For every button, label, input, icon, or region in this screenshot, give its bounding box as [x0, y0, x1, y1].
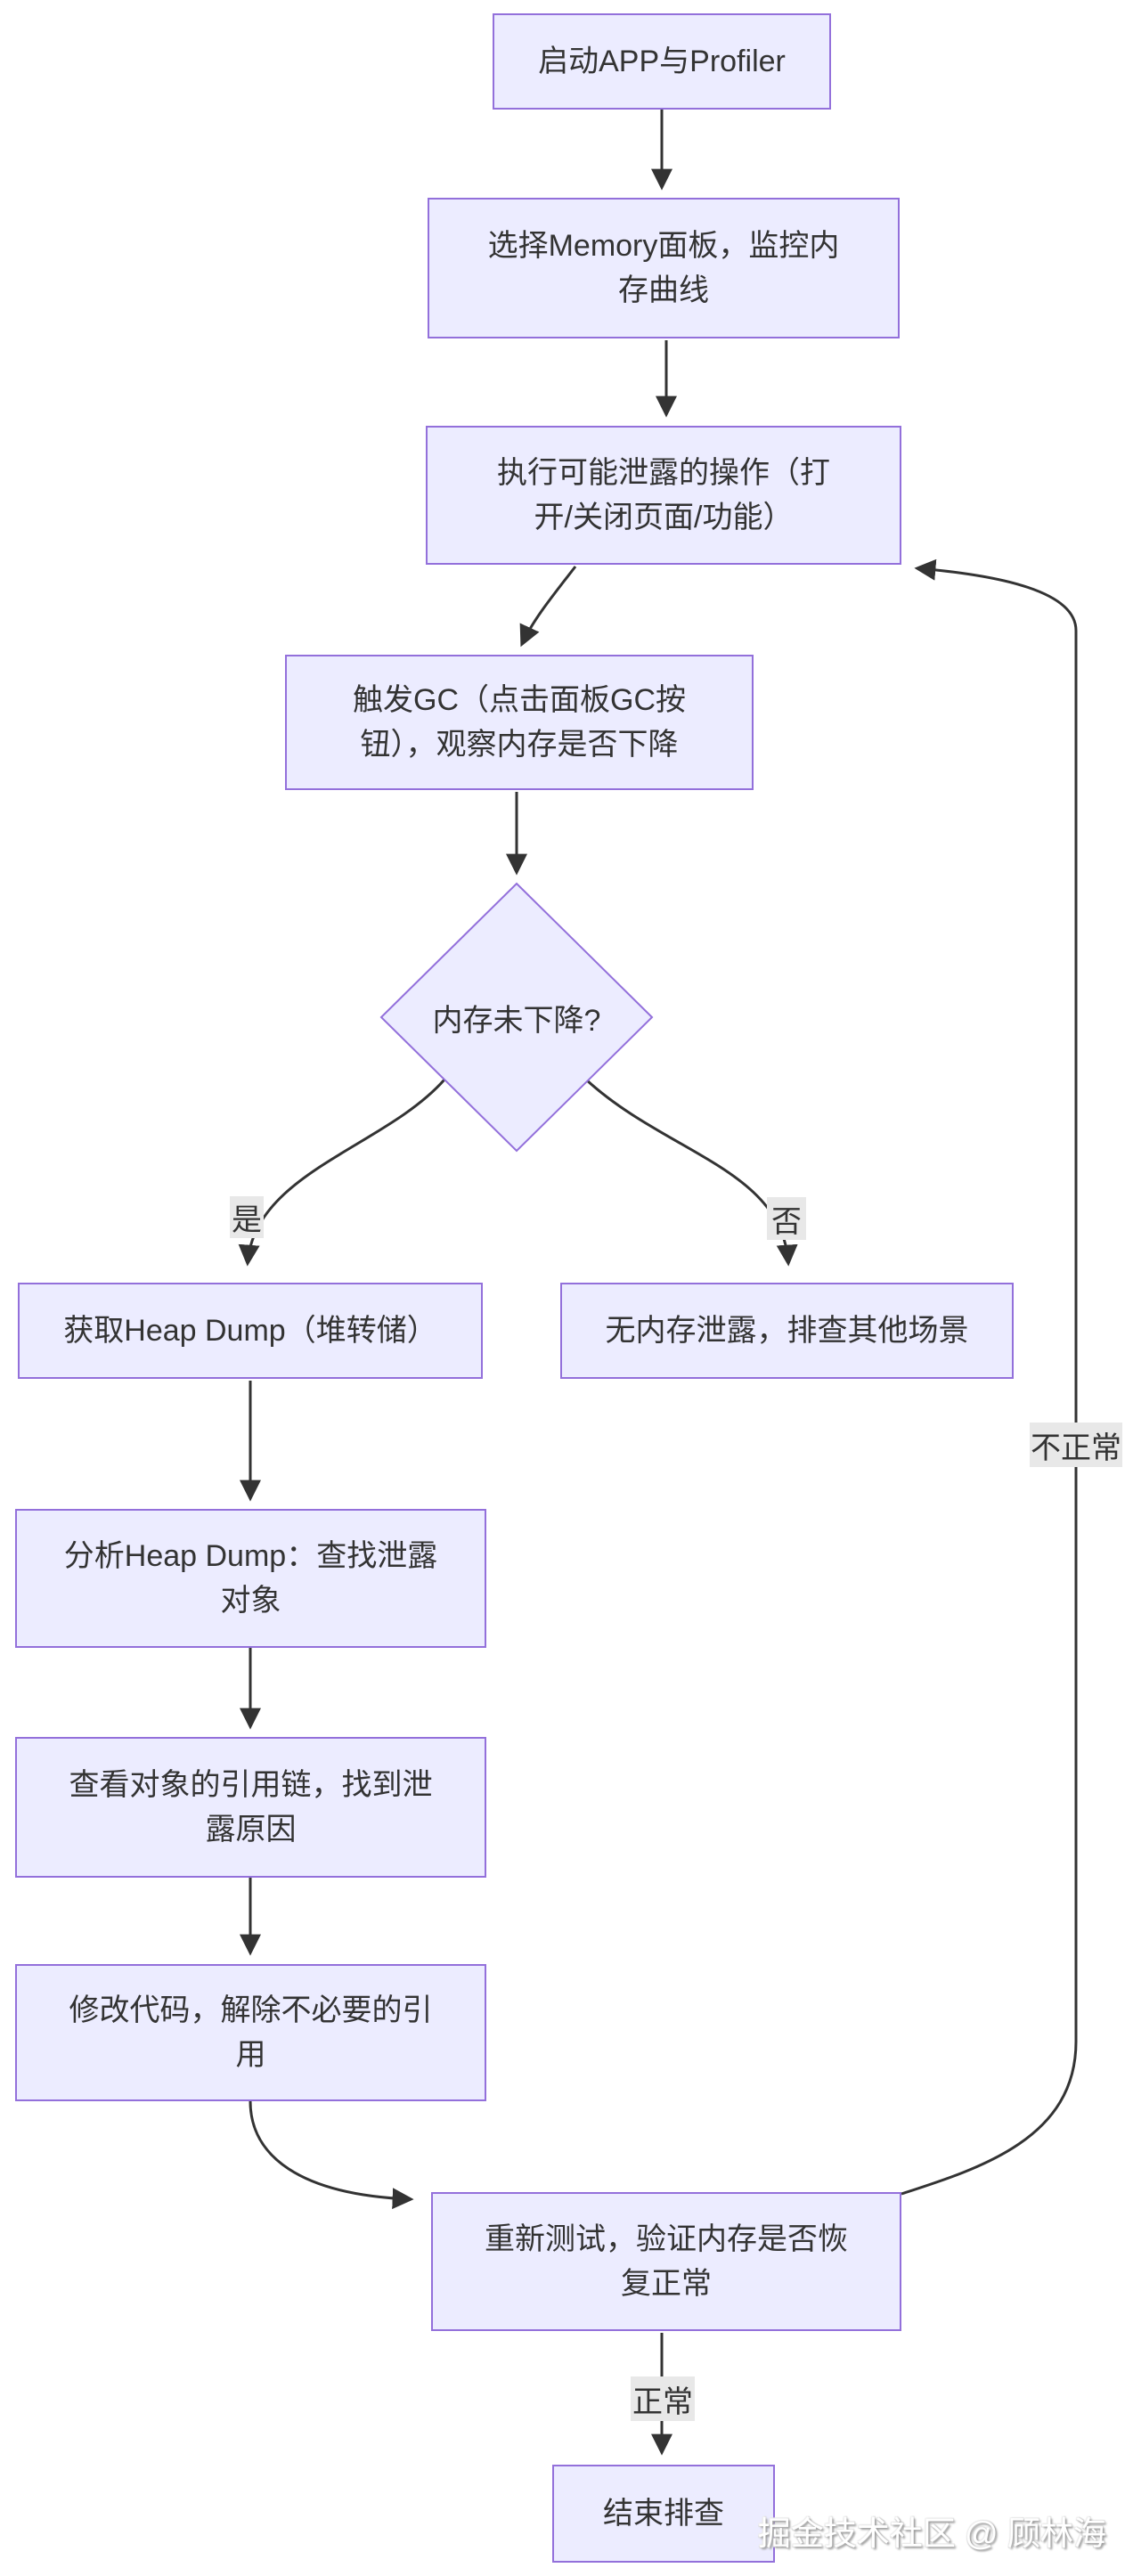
edge-label-no: 否: [767, 1197, 806, 1240]
edge-no-branch: [584, 1078, 798, 1267]
node-retest: 重新测试，验证内存是否恢复正常: [431, 2192, 901, 2331]
edge-label-yes: 是: [230, 1196, 264, 1238]
node-start-label: 启动APP与Profiler: [538, 44, 786, 78]
node-perform-ops: 执行可能泄露的操作（打开/关闭页面/功能）: [426, 426, 901, 565]
edge-perform-ops-to-trigger-gc: [519, 566, 577, 648]
node-perform-ops-label: 执行可能泄露的操作（打开/关闭页面/功能）: [497, 455, 830, 534]
edge-abnormal-loop: [901, 558, 1078, 2196]
node-end: 结束排查: [552, 2465, 775, 2563]
watermark: 掘金技术社区 @ 顾林海: [757, 2515, 1106, 2552]
node-reference-chain-label: 查看对象的引用链，找到泄露原因: [69, 1767, 433, 1846]
node-reference-chain: 查看对象的引用链，找到泄露原因: [15, 1737, 486, 1878]
node-end-label: 结束排查: [603, 2496, 724, 2531]
edge-fix-code-to-retest: [249, 2100, 414, 2210]
node-no-leak-label: 无内存泄露，排查其他场景: [605, 1313, 969, 1348]
node-trigger-gc: 触发GC（点击面板GC按钮），观察内存是否下降: [285, 655, 754, 790]
node-retest-label: 重新测试，验证内存是否恢复正常: [485, 2221, 848, 2301]
node-analyze-dump-label: 分析Heap Dump：查找泄露对象: [63, 1538, 438, 1618]
node-trigger-gc-label: 触发GC（点击面板GC按钮），观察内存是否下降: [353, 682, 686, 762]
node-start: 启动APP与Profiler: [493, 13, 831, 110]
node-no-leak: 无内存泄露，排查其他场景: [560, 1283, 1014, 1379]
node-heap-dump-label: 获取Heap Dump（堆转储）: [63, 1313, 437, 1348]
edge-yes-branch: [238, 1079, 446, 1267]
node-heap-dump: 获取Heap Dump（堆转储）: [18, 1283, 483, 1379]
edge-label-normal: 正常: [631, 2376, 695, 2421]
node-memory-check-diamond: [379, 882, 654, 1153]
node-fix-code: 修改代码，解除不必要的引用: [15, 1964, 486, 2101]
node-memory-panel: 选择Memory面板，监控内存曲线: [428, 198, 900, 338]
node-memory-panel-label: 选择Memory面板，监控内存曲线: [487, 228, 840, 307]
node-memory-check-label: 内存未下降?: [432, 1003, 601, 1038]
node-fix-code-label: 修改代码，解除不必要的引用: [69, 1993, 433, 2072]
edge-label-abnormal: 不正常: [1030, 1423, 1122, 1467]
node-analyze-dump: 分析Heap Dump：查找泄露对象: [15, 1509, 486, 1648]
